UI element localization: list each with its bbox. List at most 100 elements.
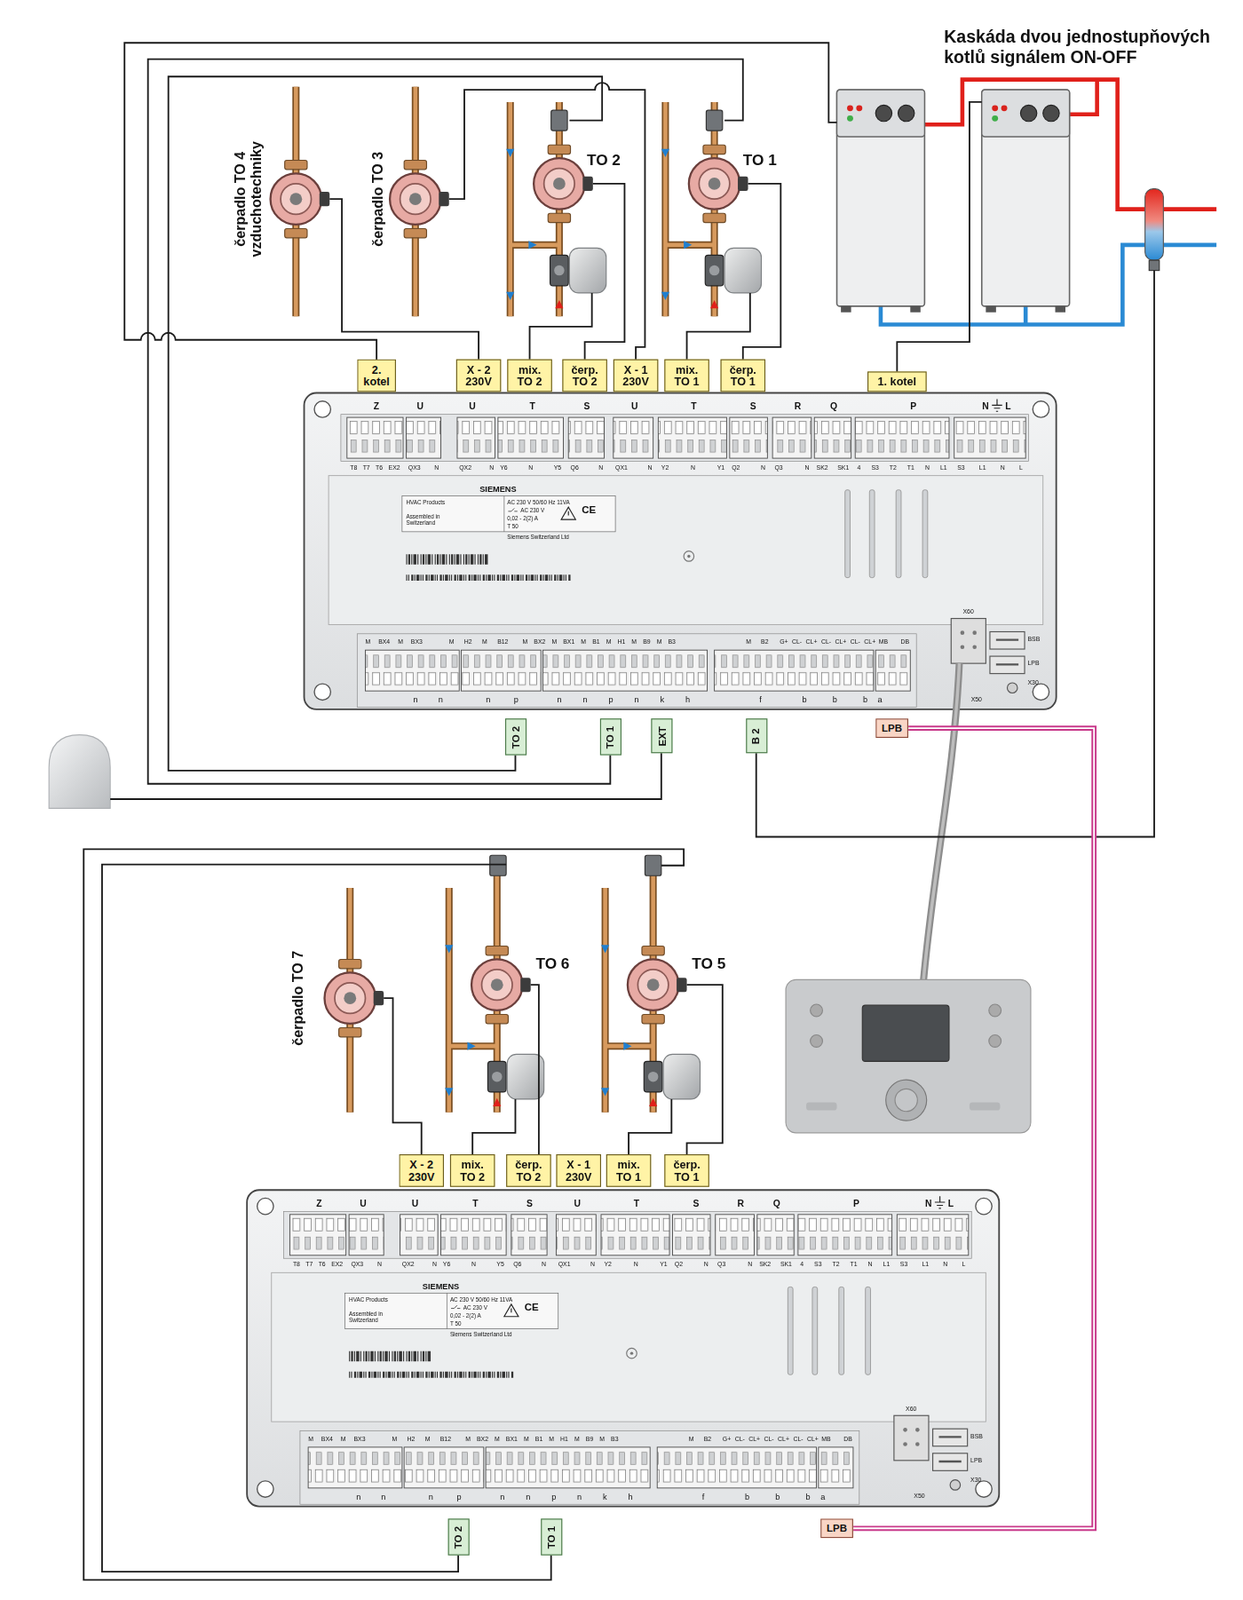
- node-text: TO 2: [452, 1525, 465, 1548]
- hydraulic-header: [1145, 189, 1164, 261]
- bus-terminal: LPB: [820, 1518, 854, 1538]
- terminal-letter: P: [853, 1197, 860, 1209]
- connector-name: X60: [962, 608, 974, 616]
- signal-wires: [83, 42, 1155, 1580]
- pin-label: M H2 M B12: [449, 639, 509, 647]
- pin-label: Q3 N: [717, 1261, 753, 1269]
- sensor-terminal: TO 2: [447, 1518, 469, 1555]
- nameplate-text: 0,02 - 2(2) A: [506, 514, 539, 522]
- terminal-letter: N: [981, 401, 989, 412]
- terminal-letter: U: [468, 401, 476, 412]
- terminal-letter: T: [633, 1197, 640, 1209]
- terminal-label: X - 2 230V: [398, 1154, 444, 1188]
- node-text: 1. kotel: [871, 375, 923, 388]
- nameplate-text: T 50: [450, 1320, 462, 1327]
- node-text: X - 1 230V: [560, 1158, 597, 1184]
- node-text: LPB: [826, 1522, 848, 1535]
- ce-mark: CE: [581, 504, 596, 516]
- brand-name: SIEMENS: [422, 1282, 460, 1292]
- terminal-code: b b b: [744, 1491, 811, 1502]
- terminal-letter: U: [359, 1197, 366, 1209]
- terminal-letter: U: [411, 1197, 419, 1209]
- pin-label: M BX2 M BX1 M B1 M H1 M B9 M B3: [465, 1435, 618, 1443]
- terminal-label: X - 2 230V: [456, 359, 502, 393]
- node-text: TO 1: [604, 725, 617, 748]
- node-text: B 2: [750, 728, 762, 745]
- node-text: čerp. TO 2: [510, 1158, 547, 1184]
- terminal-label: 1. kotel: [867, 371, 927, 392]
- pin-label: Y6 N Y5: [443, 1261, 505, 1269]
- terminal-letter: U: [417, 401, 424, 412]
- pin-label: Y2 N Y1: [661, 464, 725, 472]
- terminal-letter: S: [526, 1197, 533, 1209]
- terminal-code: f: [702, 1491, 705, 1502]
- pin-label: M B2: [745, 639, 768, 647]
- terminal-label: mix. TO 1: [664, 359, 710, 393]
- pin-label: QX1 N: [615, 464, 652, 472]
- pin-label: QX2 N: [459, 464, 494, 472]
- terminal-letter: T: [530, 401, 536, 412]
- sensor-terminal: EXT: [650, 718, 673, 753]
- pin-label: M B2: [688, 1435, 712, 1443]
- connector-name: X30: [970, 1476, 982, 1484]
- pin-label: Q6 N: [570, 464, 604, 472]
- terminal-label: čerp. TO 2: [506, 1154, 552, 1188]
- connector-name: BSB: [1027, 635, 1040, 643]
- terminal-letter: Q: [773, 1197, 781, 1209]
- nameplate-text: Assembled in Switzerland: [348, 1310, 396, 1324]
- terminal-letter: N: [925, 1197, 932, 1209]
- terminal-letter: L: [1005, 401, 1011, 412]
- terminal-letter: S: [692, 1197, 699, 1209]
- circuit-label: TO 5: [691, 954, 726, 973]
- node-text: X - 1 230V: [617, 363, 654, 388]
- node-text: čerp. TO 1: [668, 1158, 705, 1184]
- node-text: X - 2 230V: [459, 363, 497, 388]
- node-text: mix. TO 1: [609, 1158, 647, 1184]
- terminal-letter: P: [910, 401, 917, 412]
- pin-label: M BX2 M BX1 M B1 M H1 M B9 M B3: [522, 639, 676, 647]
- connector-name: X30: [1027, 680, 1038, 688]
- bus-terminal: LPB: [875, 718, 909, 738]
- circuit-label: TO 1: [743, 150, 777, 169]
- nameplate-text: T 50: [506, 523, 519, 531]
- nameplate-text: 0,02 - 2(2) A: [450, 1312, 482, 1319]
- sensor-terminal: TO 1: [599, 718, 621, 755]
- operator-unit: [785, 979, 1031, 1133]
- nameplate-text: HVAC Products: [348, 1296, 388, 1303]
- pump-label: čerpadlo TO 7: [289, 926, 306, 1070]
- pin-label: QX1 N: [558, 1261, 595, 1269]
- pin-label: Q2 N: [731, 464, 766, 472]
- terminal-code: b b b: [801, 695, 868, 705]
- pump-label: čerpadlo TO 3: [369, 127, 386, 271]
- nameplate-text: AC 230 V 50/60 Hz 11VA: [506, 498, 570, 506]
- sensor-terminal: TO 2: [504, 718, 526, 755]
- terminal-code: n n: [413, 695, 444, 705]
- pin-label: S3 L1 N L: [957, 464, 1023, 472]
- brand-name: SIEMENS: [479, 484, 516, 495]
- pin-label: MB DB: [878, 639, 910, 647]
- pin-label: QX3 N: [408, 464, 439, 472]
- terminal-code: n n p n k h: [557, 695, 690, 705]
- terminal-label: mix. TO 2: [506, 359, 553, 393]
- pin-label: QX3 N: [350, 1261, 381, 1269]
- sensor-terminal: TO 1: [540, 1518, 563, 1555]
- nameplate-text: Siemens Switzerland Ltd: [450, 1330, 513, 1338]
- pin-label: S3 L1 N L: [900, 1261, 966, 1269]
- pin-label: SK2 SK1: [759, 1261, 792, 1269]
- pin-label: Y6 N Y5: [499, 464, 562, 472]
- circuit-label: TO 2: [586, 150, 621, 169]
- pin-label: Q6 N: [513, 1261, 547, 1269]
- terminal-letter: T: [690, 401, 697, 412]
- header-sensor: [1148, 260, 1159, 270]
- boilers: [837, 89, 1070, 313]
- connector-name: LPB: [1027, 660, 1039, 668]
- bus-cable: [853, 728, 1094, 1529]
- terminal-code: n p: [428, 1491, 462, 1502]
- node-text: TO 2: [509, 725, 522, 748]
- node-text: mix. TO 1: [668, 363, 705, 388]
- diagram-title: Kaskáda dvou jednostupňových kotlů signá…: [943, 27, 1230, 70]
- connector-name: X50: [913, 1493, 925, 1501]
